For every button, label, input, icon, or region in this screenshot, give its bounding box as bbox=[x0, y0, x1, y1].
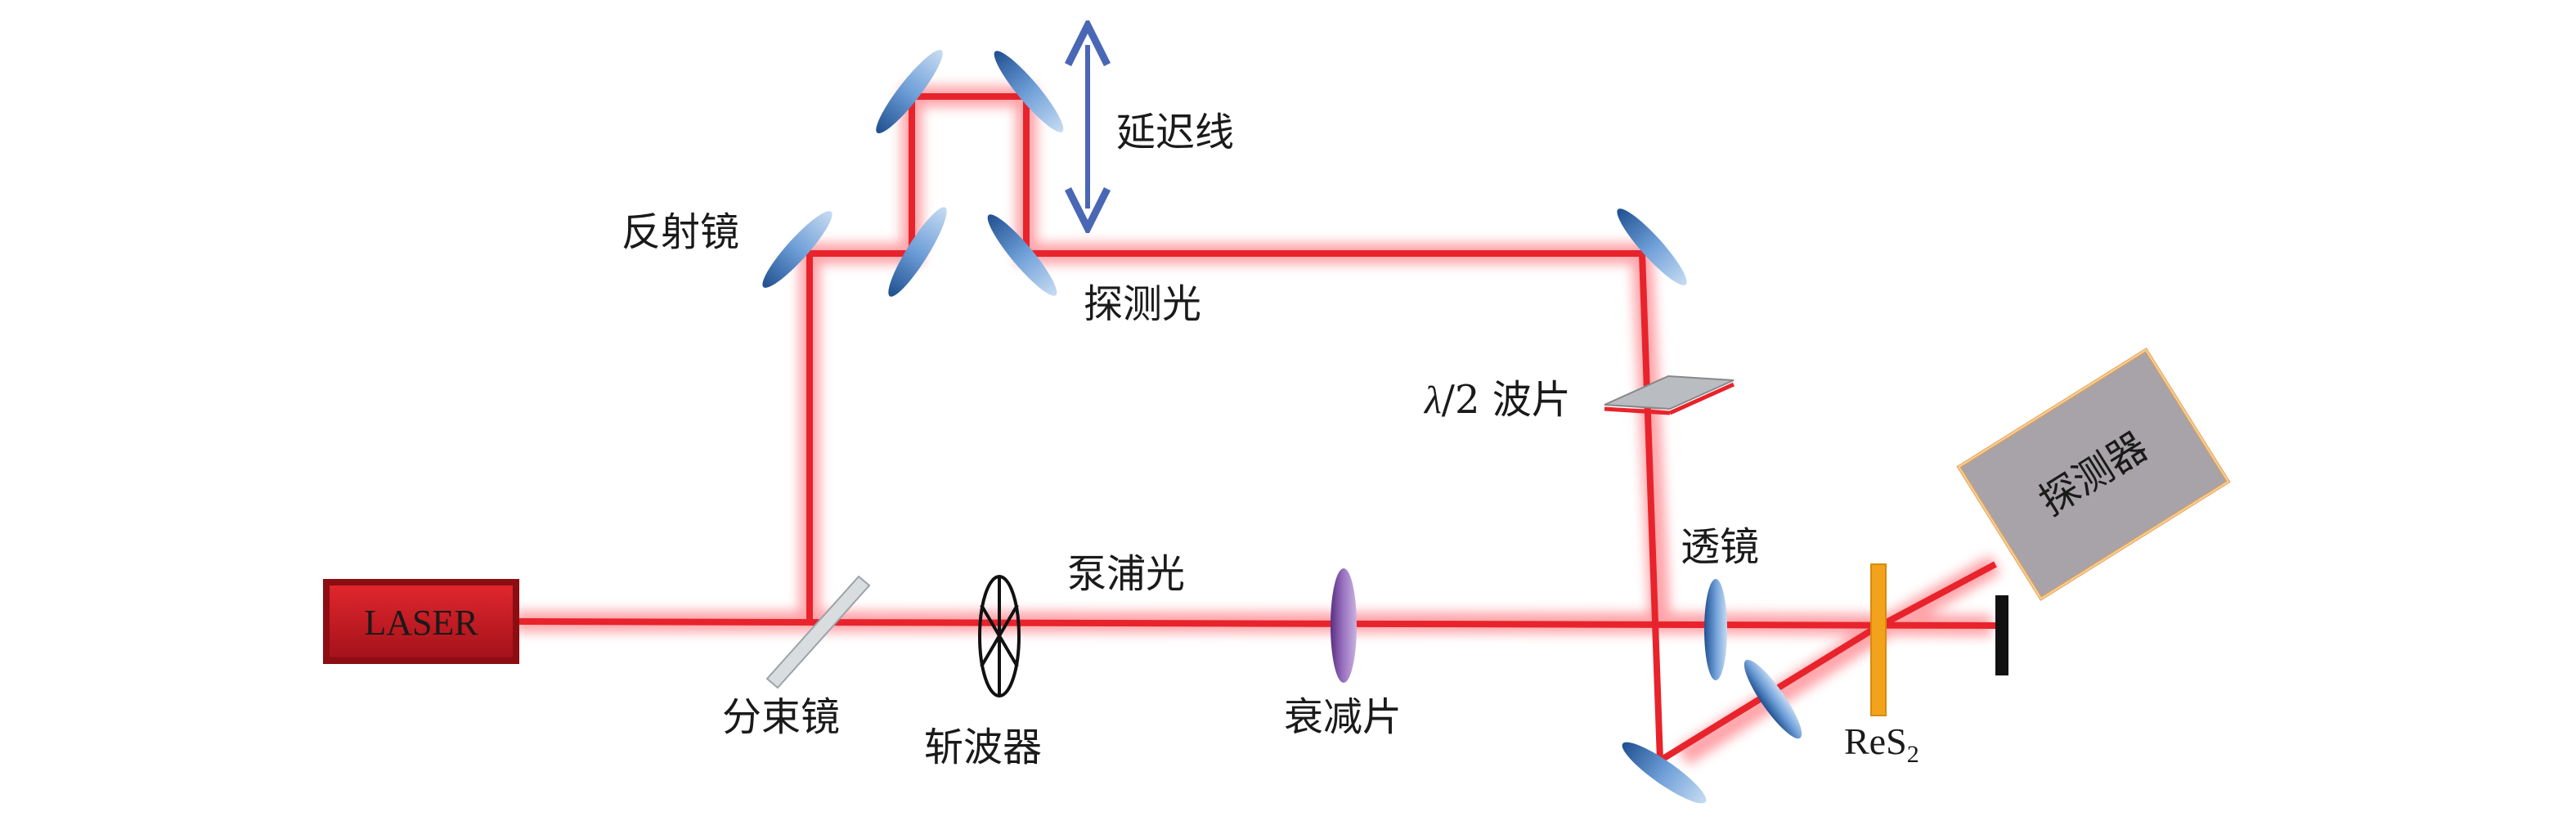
lens-probe bbox=[1704, 579, 1727, 680]
mirror-delay-bottom-right bbox=[987, 214, 1057, 296]
beam-splitter-label: 分束镜 bbox=[722, 694, 840, 740]
half-wave-plate-label: λ/2 波片 bbox=[1423, 377, 1571, 423]
beam-block bbox=[1995, 595, 2008, 675]
beam-glow bbox=[515, 86, 2001, 765]
pump-light-label: 泵浦光 bbox=[1067, 551, 1185, 597]
laser-label: LASER bbox=[364, 603, 478, 643]
chopper-label: 斩波器 bbox=[924, 725, 1042, 770]
probe-light-label: 探测光 bbox=[1084, 281, 1201, 327]
mirror-upper-right bbox=[1617, 209, 1687, 285]
delay-line-label: 延迟线 bbox=[1116, 110, 1234, 155]
attenuator-label: 衰减片 bbox=[1284, 694, 1402, 740]
sample-res2 bbox=[1870, 563, 1887, 716]
mirror-delay-top-right bbox=[994, 51, 1064, 132]
mirror-label: 反射镜 bbox=[622, 209, 739, 255]
lens-pump bbox=[1744, 659, 1802, 739]
beam-core bbox=[514, 93, 1997, 764]
attenuator-plate bbox=[1331, 568, 1357, 683]
half-wave-plate bbox=[1604, 375, 1735, 415]
beam-splitter bbox=[765, 575, 871, 689]
mirror-lower-left bbox=[762, 211, 832, 288]
laser-source: LASER bbox=[323, 579, 519, 664]
mirror-delay-bottom-left bbox=[888, 207, 947, 297]
lens-label: 透镜 bbox=[1681, 524, 1759, 570]
chopper-wheel bbox=[978, 575, 1021, 698]
sample-label: ReS2 bbox=[1844, 720, 1919, 768]
detector-box: 探测器 bbox=[1956, 348, 2231, 601]
mirror-lower-right bbox=[1622, 742, 1707, 804]
mirror-delay-top-left bbox=[876, 49, 943, 134]
